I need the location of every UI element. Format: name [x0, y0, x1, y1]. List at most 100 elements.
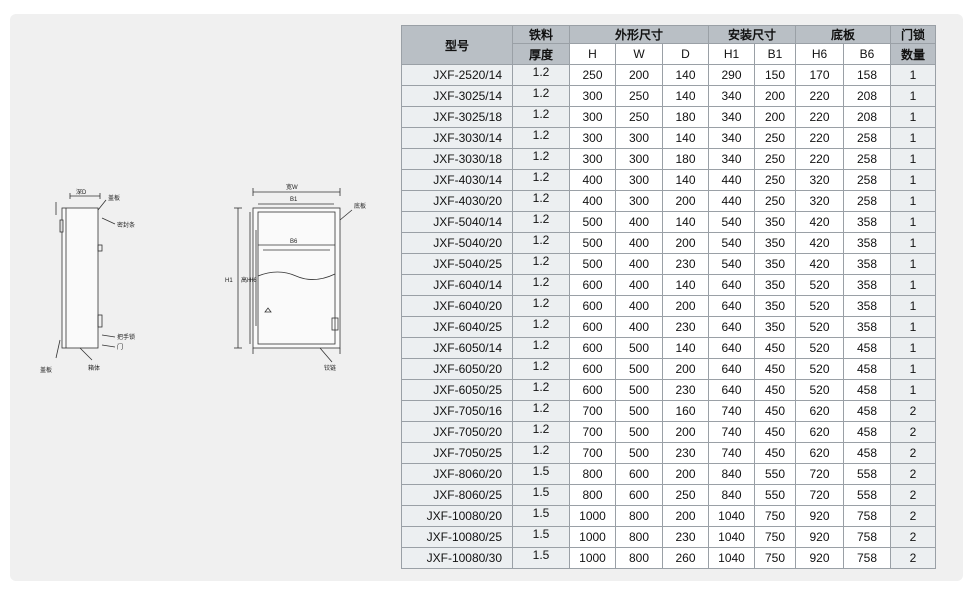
- cell-h1: 340: [708, 127, 755, 149]
- cell-model: JXF-7050/20: [401, 421, 513, 443]
- cell-h: 600: [569, 316, 616, 338]
- cell-lock-qty: 1: [890, 379, 936, 401]
- side-view: [55, 193, 116, 361]
- cell-thickness: 1.2: [512, 295, 570, 317]
- cell-thickness: 1.5: [512, 505, 570, 527]
- cell-w: 300: [615, 148, 663, 170]
- header-b1: B1: [754, 43, 796, 65]
- spec-table: 型号 铁料 外形尺寸 安装尺寸 底板 门锁 厚度 H W D H1 B1 H6 …: [401, 25, 936, 569]
- cell-thickness: 1.2: [512, 127, 570, 149]
- cell-h6: 220: [795, 85, 844, 107]
- cell-b1: 150: [754, 64, 796, 86]
- cell-model: JXF-6050/20: [401, 358, 513, 380]
- cell-d: 200: [662, 421, 709, 443]
- cell-w: 200: [615, 64, 663, 86]
- label-door-lock: 把手锁: [117, 333, 135, 341]
- cell-h: 700: [569, 400, 616, 422]
- cell-w: 400: [615, 232, 663, 254]
- cell-thickness: 1.5: [512, 463, 570, 485]
- cell-h1: 640: [708, 379, 755, 401]
- cell-h: 600: [569, 295, 616, 317]
- cell-b1: 550: [754, 463, 796, 485]
- cell-d: 230: [662, 316, 709, 338]
- cell-h6: 620: [795, 421, 844, 443]
- label-hinge: 铰链: [324, 364, 336, 372]
- cell-h6: 520: [795, 316, 844, 338]
- cell-b6: 258: [843, 190, 891, 212]
- cell-h: 300: [569, 85, 616, 107]
- cell-h6: 920: [795, 526, 844, 548]
- header-outer-dimensions: 外形尺寸: [569, 25, 709, 44]
- cell-w: 500: [615, 421, 663, 443]
- cell-w: 500: [615, 358, 663, 380]
- cell-w: 600: [615, 484, 663, 506]
- cell-model: JXF-10080/20: [401, 505, 513, 527]
- cell-b6: 358: [843, 211, 891, 233]
- cabinet-drawings: 深D 盖板 密封条 把手锁 门 盖板 箱体: [20, 150, 400, 410]
- cell-thickness: 1.5: [512, 547, 570, 569]
- cell-b6: 358: [843, 274, 891, 296]
- cell-w: 250: [615, 106, 663, 128]
- cell-thickness: 1.2: [512, 64, 570, 86]
- cell-b6: 358: [843, 316, 891, 338]
- header-thickness-top: 铁料: [512, 25, 570, 44]
- cell-h6: 520: [795, 295, 844, 317]
- cell-d: 200: [662, 232, 709, 254]
- cell-h6: 220: [795, 127, 844, 149]
- spec-table-wrap: 型号 铁料 外形尺寸 安装尺寸 底板 门锁 厚度 H W D H1 B1 H6 …: [401, 25, 936, 569]
- cell-h: 1000: [569, 505, 616, 527]
- cell-b1: 350: [754, 295, 796, 317]
- cell-w: 500: [615, 400, 663, 422]
- cell-h1: 540: [708, 253, 755, 275]
- cell-w: 300: [615, 169, 663, 191]
- cell-h6: 520: [795, 379, 844, 401]
- cell-d: 230: [662, 253, 709, 275]
- cell-d: 180: [662, 148, 709, 170]
- cell-b6: 158: [843, 64, 891, 86]
- header-lock-bottom: 数量: [890, 43, 936, 65]
- cell-model: JXF-6050/25: [401, 379, 513, 401]
- cell-h6: 620: [795, 400, 844, 422]
- cell-thickness: 1.2: [512, 442, 570, 464]
- cell-b1: 250: [754, 190, 796, 212]
- cell-lock-qty: 1: [890, 358, 936, 380]
- cell-h: 500: [569, 253, 616, 275]
- label-height-h: 高H: [241, 276, 251, 284]
- cell-thickness: 1.2: [512, 379, 570, 401]
- cell-lock-qty: 2: [890, 442, 936, 464]
- cell-h6: 220: [795, 148, 844, 170]
- cell-lock-qty: 2: [890, 547, 936, 569]
- cell-b6: 458: [843, 442, 891, 464]
- cell-lock-qty: 2: [890, 526, 936, 548]
- cell-b6: 458: [843, 358, 891, 380]
- cell-h1: 640: [708, 316, 755, 338]
- cell-lock-qty: 1: [890, 190, 936, 212]
- cell-b1: 350: [754, 316, 796, 338]
- label-cover-plate: 盖板: [108, 194, 120, 202]
- cell-model: JXF-3025/18: [401, 106, 513, 128]
- cell-h1: 340: [708, 106, 755, 128]
- cell-lock-qty: 1: [890, 106, 936, 128]
- cell-b6: 758: [843, 547, 891, 569]
- cell-model: JXF-3025/14: [401, 85, 513, 107]
- cell-h6: 920: [795, 505, 844, 527]
- cell-d: 140: [662, 85, 709, 107]
- cell-d: 140: [662, 211, 709, 233]
- label-seal-strip: 密封条: [117, 221, 135, 229]
- cell-b6: 358: [843, 232, 891, 254]
- cell-lock-qty: 1: [890, 148, 936, 170]
- cell-lock-qty: 2: [890, 505, 936, 527]
- cell-w: 800: [615, 505, 663, 527]
- cell-w: 800: [615, 526, 663, 548]
